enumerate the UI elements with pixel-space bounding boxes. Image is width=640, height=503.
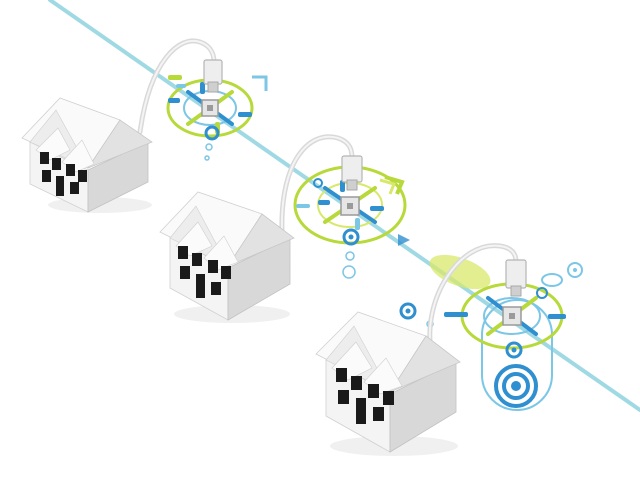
cable-3 xyxy=(427,243,527,359)
hub-1 xyxy=(166,75,268,161)
cable-2 xyxy=(279,134,363,235)
house-2-icon xyxy=(159,191,295,323)
house-3-icon xyxy=(315,311,461,456)
cable-1 xyxy=(137,38,223,135)
house-1-icon xyxy=(21,97,153,213)
